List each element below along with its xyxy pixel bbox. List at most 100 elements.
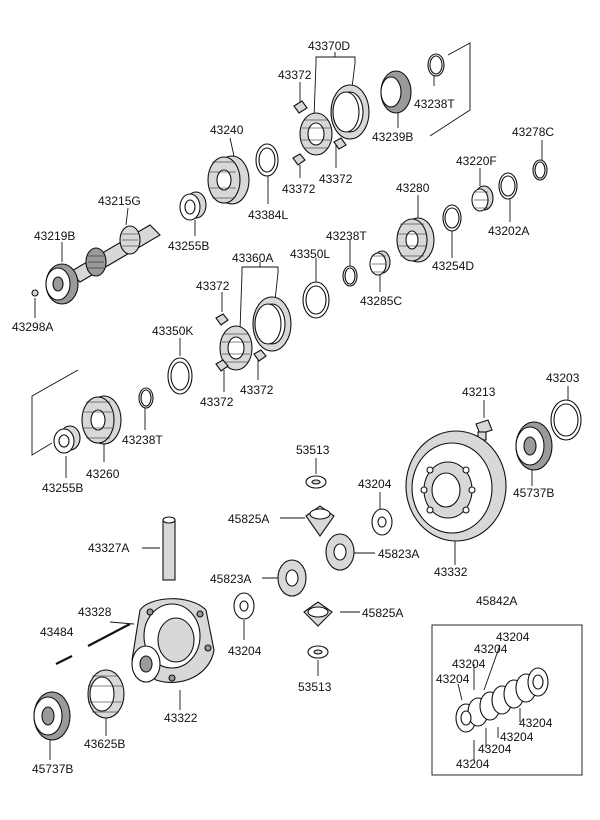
part-43220F-bearing xyxy=(471,185,494,212)
label-43202A: 43202A xyxy=(488,224,529,238)
label-kit-43204-5: 43204 xyxy=(519,716,553,730)
label-43239B: 43239B xyxy=(372,130,413,144)
part-synchro-sleeve-lower xyxy=(252,296,292,352)
part-43484-pin xyxy=(55,655,73,665)
part-43372-key-c xyxy=(333,137,347,150)
label-45825A-b: 45825A xyxy=(362,606,403,620)
part-43260-gear xyxy=(81,395,122,445)
part-synchro-hub-lower xyxy=(219,325,253,371)
part-43372-key-f xyxy=(253,349,267,362)
label-43238T-a: 43238T xyxy=(414,97,455,111)
label-kit-43204-7: 43204 xyxy=(478,742,512,756)
part-43384L-ring xyxy=(255,143,279,177)
part-43204-washer-b xyxy=(233,592,255,620)
label-43203: 43203 xyxy=(546,371,580,385)
label-43384L: 43384L xyxy=(248,208,288,222)
label-43204-a: 43204 xyxy=(358,477,392,491)
label-43238T-c: 43238T xyxy=(122,433,163,447)
part-43203-shim xyxy=(550,399,582,441)
part-43255B-bearing-b xyxy=(53,425,81,454)
label-43260: 43260 xyxy=(86,467,120,481)
label-43220F: 43220F xyxy=(456,154,497,168)
label-kit-43204-8: 43204 xyxy=(456,757,490,771)
part-43219B-bearing xyxy=(45,263,79,305)
label-53513-b: 53513 xyxy=(298,680,332,694)
label-45823A-a: 45823A xyxy=(378,547,419,561)
label-45825A-a: 45825A xyxy=(228,512,269,526)
label-45737B-b: 45737B xyxy=(32,762,73,776)
label-43372-d: 43372 xyxy=(196,279,230,293)
label-45842A: 45842A xyxy=(476,594,517,608)
label-43372-c: 43372 xyxy=(319,172,353,186)
part-43204-washer-a xyxy=(371,508,393,536)
part-43625B-gear xyxy=(87,669,125,719)
label-43350L: 43350L xyxy=(290,247,330,261)
part-43327A-pinion-shaft xyxy=(162,516,176,581)
label-43372-e: 43372 xyxy=(200,395,234,409)
part-43350L-ring xyxy=(302,281,330,319)
label-43350K: 43350K xyxy=(152,324,193,338)
part-43238T-snap-ring-b xyxy=(342,265,358,287)
label-43327A: 43327A xyxy=(88,541,129,555)
label-43255B-b: 43255B xyxy=(42,481,83,495)
part-43213-plug xyxy=(475,419,493,441)
label-43332: 43332 xyxy=(434,565,468,579)
part-45737B-bearing-b xyxy=(33,691,71,741)
label-43238T-b: 43238T xyxy=(326,229,367,243)
part-43202A-ring xyxy=(498,172,518,200)
label-43322: 43322 xyxy=(164,711,198,725)
part-43278C-snap-ring xyxy=(532,159,548,181)
part-43285C-bearing xyxy=(369,250,391,276)
label-43204-b: 43204 xyxy=(228,644,262,658)
label-43372-a: 43372 xyxy=(278,68,312,82)
label-45823A-b: 45823A xyxy=(210,572,251,586)
label-43360A: 43360A xyxy=(232,251,273,265)
part-43240-gear xyxy=(207,155,250,205)
part-43254D-ring xyxy=(442,204,462,232)
label-43240: 43240 xyxy=(210,123,244,137)
label-53513-a: 53513 xyxy=(296,443,330,457)
part-43328-pin xyxy=(87,623,131,647)
part-43298A-ball xyxy=(31,289,39,297)
label-43372-b: 43372 xyxy=(282,182,316,196)
part-45842A-shim-kit xyxy=(431,624,583,776)
part-45737B-bearing-a xyxy=(515,421,553,471)
part-synchro-sleeve-upper xyxy=(330,84,370,140)
label-43278C: 43278C xyxy=(512,125,554,139)
label-43280: 43280 xyxy=(396,181,430,195)
part-synchro-hub-upper xyxy=(299,112,333,156)
label-43213: 43213 xyxy=(462,385,496,399)
part-43255B-bearing-a xyxy=(179,191,207,221)
part-43332-ring-gear xyxy=(405,430,507,542)
label-43625B: 43625B xyxy=(84,737,125,751)
part-43322-differential-case xyxy=(131,598,215,683)
part-43372-key-e xyxy=(215,359,229,372)
label-43298A: 43298A xyxy=(12,320,53,334)
part-53513-washer-b xyxy=(307,645,329,659)
part-43238T-snap-ring-c xyxy=(138,387,154,409)
label-45737B-a: 45737B xyxy=(513,486,554,500)
label-43254D: 43254D xyxy=(432,259,474,273)
part-43239B-ring xyxy=(380,70,412,114)
part-43372-key-b xyxy=(292,153,306,166)
label-43285C: 43285C xyxy=(360,294,402,308)
label-kit-43204-3: 43204 xyxy=(452,657,486,671)
label-kit-43204-2: 43204 xyxy=(474,642,508,656)
part-45825A-pinion-b xyxy=(303,601,333,627)
part-45823A-side-gear-a xyxy=(325,533,355,571)
part-45825A-pinion-a xyxy=(305,505,335,537)
label-43484: 43484 xyxy=(40,625,74,639)
part-43280-gear xyxy=(396,217,435,263)
label-43370D: 43370D xyxy=(308,39,350,53)
part-45823A-side-gear-b xyxy=(277,559,307,597)
part-43372-key-a xyxy=(293,100,308,114)
label-43255B-a: 43255B xyxy=(168,239,209,253)
part-number-labels: 43370D 43372 43238T 43239B 43372 43372 4… xyxy=(12,39,580,776)
label-kit-43204-4: 43204 xyxy=(436,672,470,686)
part-53513-washer-a xyxy=(305,475,327,489)
label-43372-f: 43372 xyxy=(240,383,274,397)
part-43372-key-d xyxy=(215,313,229,326)
part-43215G-input-shaft xyxy=(69,224,161,283)
label-kit-43204-6: 43204 xyxy=(500,730,534,744)
